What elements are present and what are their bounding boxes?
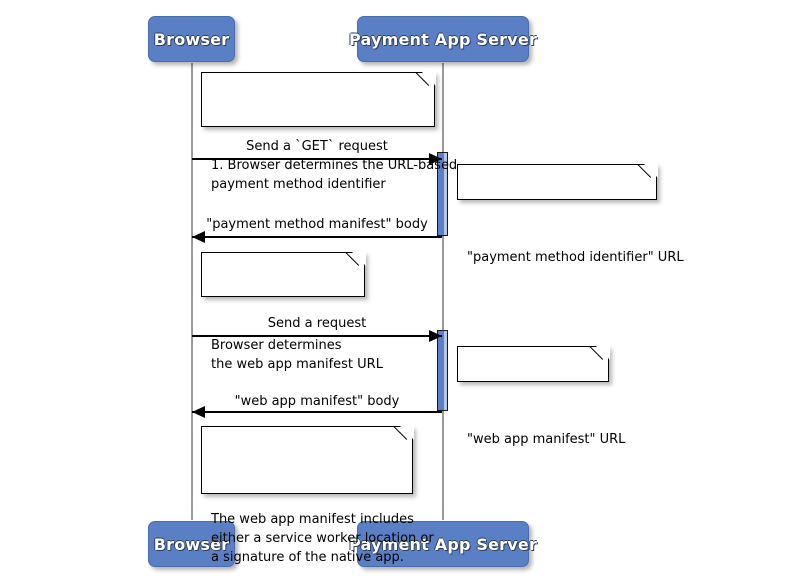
note-text: "web app manifest" URL — [467, 432, 626, 447]
activation-bar-server-1 — [437, 152, 448, 236]
message-line-web-app-manifest-body — [192, 411, 442, 413]
note-fold-edge-icon — [637, 164, 657, 184]
participant-browser-bottom-label: Browser — [153, 534, 230, 554]
participant-payment-app-server-top-label: Payment App Server — [348, 29, 538, 49]
message-arrowhead-send-get-request — [429, 153, 442, 165]
message-line-send-get-request — [192, 158, 442, 160]
note-web-app-manifest-includes: The web app manifest includes either a s… — [201, 425, 434, 565]
participant-payment-app-server-bottom[interactable]: Payment App Server — [349, 521, 537, 567]
note-browser-determines-manifest-url: Browser determines the web app manifest … — [201, 251, 383, 372]
note-text: Browser determines the web app manifest … — [211, 338, 383, 372]
participant-browser-top-label: Browser — [153, 29, 230, 49]
message-line-send-a-request — [192, 335, 442, 337]
note-text: 1. Browser determines the URL-based paym… — [211, 158, 458, 192]
message-arrowhead-payment-method-manifest-body — [192, 231, 205, 243]
message-label-send-get-request: Send a `GET` request — [246, 139, 388, 154]
message-label-web-app-manifest-body: "web app manifest" body — [234, 394, 400, 409]
participant-payment-app-server-top[interactable]: Payment App Server — [349, 16, 537, 62]
message-label-payment-method-manifest-body: "payment method manifest" body — [206, 217, 428, 232]
note-browser-determines-identifier: 1. Browser determines the URL-based paym… — [201, 71, 457, 192]
note-payment-method-identifier-url: "payment method identifier" URL — [457, 163, 684, 265]
participant-browser-top[interactable]: Browser — [148, 16, 235, 62]
note-text: The web app manifest includes either a s… — [211, 512, 434, 565]
message-label-send-a-request: Send a request — [267, 316, 367, 331]
message-arrowhead-web-app-manifest-body — [192, 406, 205, 418]
participant-payment-app-server-bottom-label: Payment App Server — [348, 534, 538, 554]
note-fold-edge-icon — [415, 72, 435, 92]
message-arrowhead-send-a-request — [429, 330, 442, 342]
message-line-payment-method-manifest-body — [192, 236, 442, 238]
note-web-app-manifest-url: "web app manifest" URL — [457, 345, 625, 447]
note-fold-edge-icon — [589, 346, 609, 366]
note-fold-edge-icon — [345, 252, 365, 272]
activation-bar-server-2 — [437, 330, 448, 411]
participant-browser-bottom[interactable]: Browser — [148, 521, 235, 567]
note-fold-edge-icon — [393, 426, 413, 446]
note-text: "payment method identifier" URL — [467, 250, 684, 265]
lifeline-payment-app-server — [442, 63, 444, 520]
lifeline-browser — [191, 63, 193, 520]
